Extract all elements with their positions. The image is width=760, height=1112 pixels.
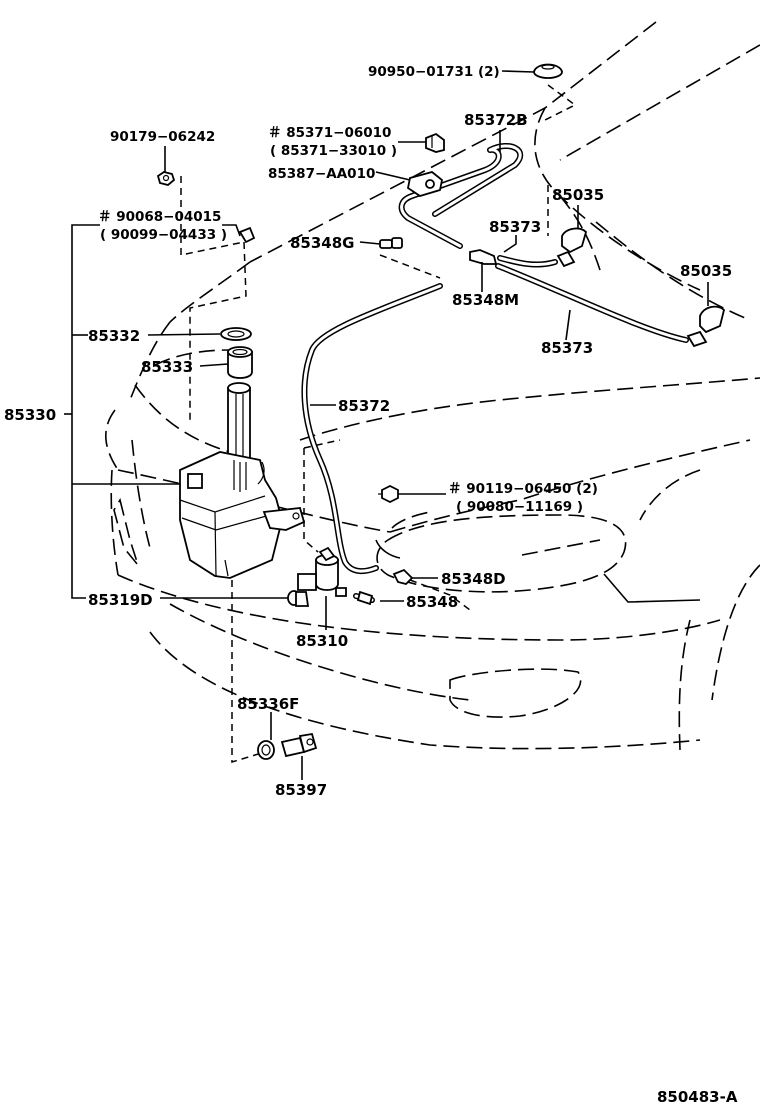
level-sensor-85397 xyxy=(280,732,318,758)
label-90179-06242: 90179−06242 xyxy=(110,129,215,145)
clip-85387 xyxy=(406,171,443,197)
car-body-outline xyxy=(104,21,760,751)
washer-tank-85330 xyxy=(179,382,306,579)
joint-85348D xyxy=(392,568,414,585)
parts xyxy=(156,63,725,760)
leader-lines xyxy=(64,70,709,780)
label-85319d: 85319D xyxy=(88,591,153,609)
label-85348g: 85348G xyxy=(290,234,355,252)
grommet-85336F xyxy=(257,740,275,760)
joint-85348M xyxy=(469,249,498,265)
part-labels: 90950−01731 (2) 90179−06242 ＃ 85371−0601… xyxy=(4,64,738,1106)
filler-cap-85333 xyxy=(227,346,253,379)
hoses xyxy=(301,143,689,603)
label-90068-04015: ＃ 90068−04015 xyxy=(98,209,221,225)
label-85330: 85330 xyxy=(4,406,56,424)
label-85348: 85348 xyxy=(406,593,458,611)
grommet-85332 xyxy=(220,327,252,341)
label-85372: 85372 xyxy=(338,397,390,415)
label-90119-06450: ＃ 90119−06450 (2) xyxy=(448,481,598,497)
label-85336f: 85336F xyxy=(237,695,299,713)
label-85332: 85332 xyxy=(88,327,140,345)
label-85348d: 85348D xyxy=(441,570,506,588)
label-85373-upper: 85373 xyxy=(489,218,541,236)
label-90950-01731: 90950−01731 (2) xyxy=(368,64,500,80)
label-85373-lower: 85373 xyxy=(541,339,593,357)
label-85333: 85333 xyxy=(141,358,193,376)
label-85035-right: 85035 xyxy=(680,262,732,280)
label-90099-04433: ( 90099−04433 ) xyxy=(100,227,227,243)
label-85035-upper: 85035 xyxy=(552,186,604,204)
reference-dashed-lines xyxy=(180,84,577,764)
label-85387-aa010: 85387−AA010 xyxy=(268,166,375,182)
label-85310: 85310 xyxy=(296,632,348,650)
label-85397: 85397 xyxy=(275,781,327,799)
label-85371-33010: ( 85371−33010 ) xyxy=(270,143,397,159)
hose-85348 xyxy=(356,590,374,606)
nut-90179 xyxy=(156,171,176,186)
clip-90068 xyxy=(238,226,256,244)
washer-pump-85310 xyxy=(297,546,347,597)
grommet-85319D xyxy=(287,590,310,607)
joint-85348G xyxy=(379,237,403,249)
diagram-id: 850483-A xyxy=(657,1088,738,1106)
clamp-85371 xyxy=(425,132,445,153)
label-85372b: 85372B xyxy=(464,111,528,129)
label-90080-11169: ( 90080−11169 ) xyxy=(456,499,583,515)
nozzle-85035-upper xyxy=(556,227,588,268)
label-85371-06010: ＃ 85371−06010 xyxy=(268,125,391,141)
label-85348m: 85348M xyxy=(452,291,519,309)
bolt-90119 xyxy=(378,484,399,504)
nozzle-85035-right xyxy=(686,305,725,348)
